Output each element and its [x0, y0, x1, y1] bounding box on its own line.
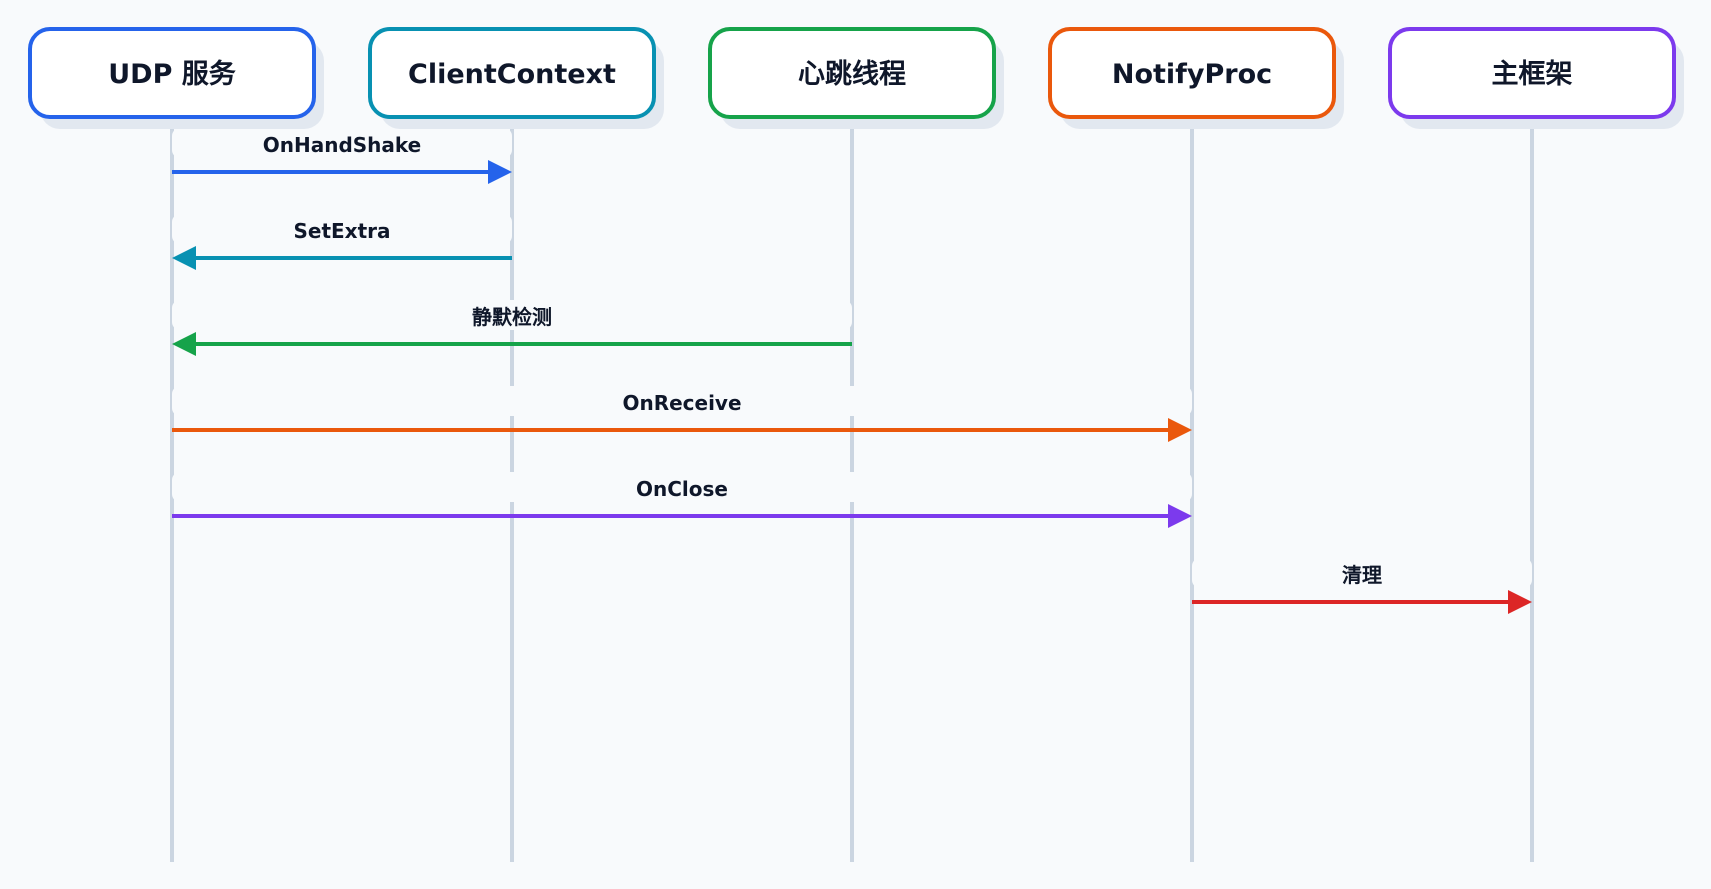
message-3: OnReceive: [172, 386, 1192, 442]
message-0: OnHandShake: [172, 128, 512, 184]
actor-main: 主框架: [1388, 27, 1684, 129]
actor-label: 心跳线程: [798, 59, 906, 90]
message-1: SetExtra: [172, 214, 512, 270]
actors: UDP 服务 ClientContext 心跳线程 NotifyProc 主框架: [28, 27, 1684, 129]
actor-label: 主框架: [1492, 59, 1573, 90]
message-arrow-head: [172, 332, 196, 356]
message-label: 清理: [1342, 563, 1382, 587]
message-label: OnHandShake: [263, 133, 422, 157]
message-label: 静默检测: [472, 305, 552, 329]
actor-label: NotifyProc: [1112, 59, 1272, 90]
message-label: SetExtra: [293, 219, 390, 243]
actor-label: ClientContext: [408, 59, 616, 90]
actor-label: UDP 服务: [108, 59, 236, 90]
actor-hb: 心跳线程: [708, 27, 1004, 129]
actor-box: [708, 27, 996, 119]
message-label-bg: [172, 386, 1192, 416]
message-5: 清理: [1192, 558, 1532, 614]
actor-box: [1048, 27, 1336, 119]
message-arrow-head: [1168, 504, 1192, 528]
actor-box: [368, 27, 656, 119]
actor-box: [1388, 27, 1676, 119]
message-label-bg: [172, 128, 512, 158]
actor-notify: NotifyProc: [1048, 27, 1344, 129]
actor-ctx: ClientContext: [368, 27, 664, 129]
message-label-bg: [172, 214, 512, 244]
message-label-bg: [172, 300, 852, 330]
message-arrow-head: [1508, 590, 1532, 614]
message-label: OnClose: [636, 477, 728, 501]
message-4: OnClose: [172, 472, 1192, 528]
message-label: OnReceive: [622, 391, 741, 415]
message-label-bg: [1192, 558, 1532, 588]
actor-box: [28, 27, 316, 119]
message-arrow-head: [488, 160, 512, 184]
message-label-bg: [172, 472, 1192, 502]
message-2: 静默检测: [172, 300, 852, 356]
message-arrow-head: [1168, 418, 1192, 442]
message-arrow-head: [172, 246, 196, 270]
actor-udp: UDP 服务: [28, 27, 324, 129]
